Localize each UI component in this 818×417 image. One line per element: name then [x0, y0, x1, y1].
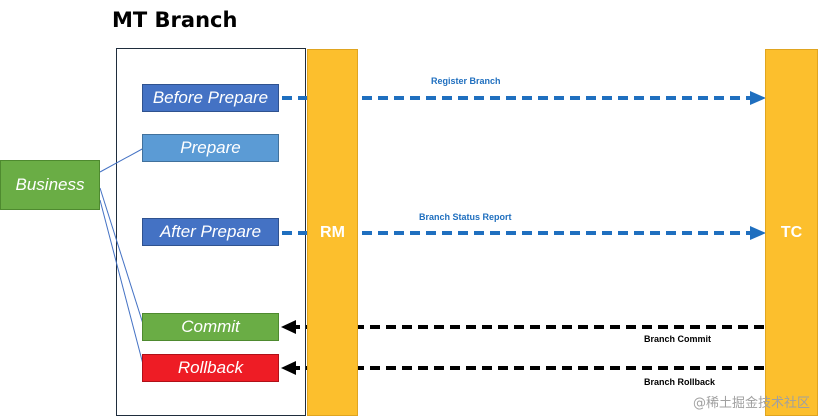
- arrowhead-register-branch: [750, 91, 766, 105]
- business-box: Business: [0, 160, 100, 210]
- diagram-title: MT Branch: [112, 8, 238, 32]
- rm-bar: RM: [307, 49, 358, 416]
- connector-business-prepare: [99, 147, 145, 173]
- after-prepare-label: After Prepare: [159, 222, 262, 241]
- tc-label: TC: [780, 223, 803, 241]
- before-prepare-box: Before Prepare: [142, 84, 279, 112]
- branch-status-report-label: Branch Status Report: [419, 212, 512, 222]
- after-prepare-box: After Prepare: [142, 218, 279, 246]
- register-branch-label: Register Branch: [431, 76, 501, 86]
- branch-rollback-label: Branch Rollback: [644, 377, 716, 387]
- arrowhead-branch-rollback: [281, 361, 296, 375]
- prepare-box: Prepare: [142, 134, 279, 162]
- arrowhead-branch-commit: [281, 320, 296, 334]
- branch-commit-label: Branch Commit: [644, 334, 712, 344]
- tc-bar: TC: [765, 49, 818, 416]
- commit-box: Commit: [142, 313, 279, 341]
- connector-business-commit: [99, 187, 145, 328]
- before-prepare-label: Before Prepare: [152, 88, 269, 107]
- watermark: @稀土掘金技术社区: [692, 396, 810, 411]
- connector-business-rollback: [99, 199, 145, 369]
- prepare-label: Prepare: [180, 138, 241, 157]
- arrowhead-branch-status-report: [750, 226, 766, 240]
- commit-label: Commit: [181, 317, 240, 336]
- business-label: Business: [15, 175, 85, 194]
- rollback-box: Rollback: [142, 354, 279, 382]
- rollback-label: Rollback: [177, 358, 244, 377]
- rm-label: RM: [320, 223, 345, 241]
